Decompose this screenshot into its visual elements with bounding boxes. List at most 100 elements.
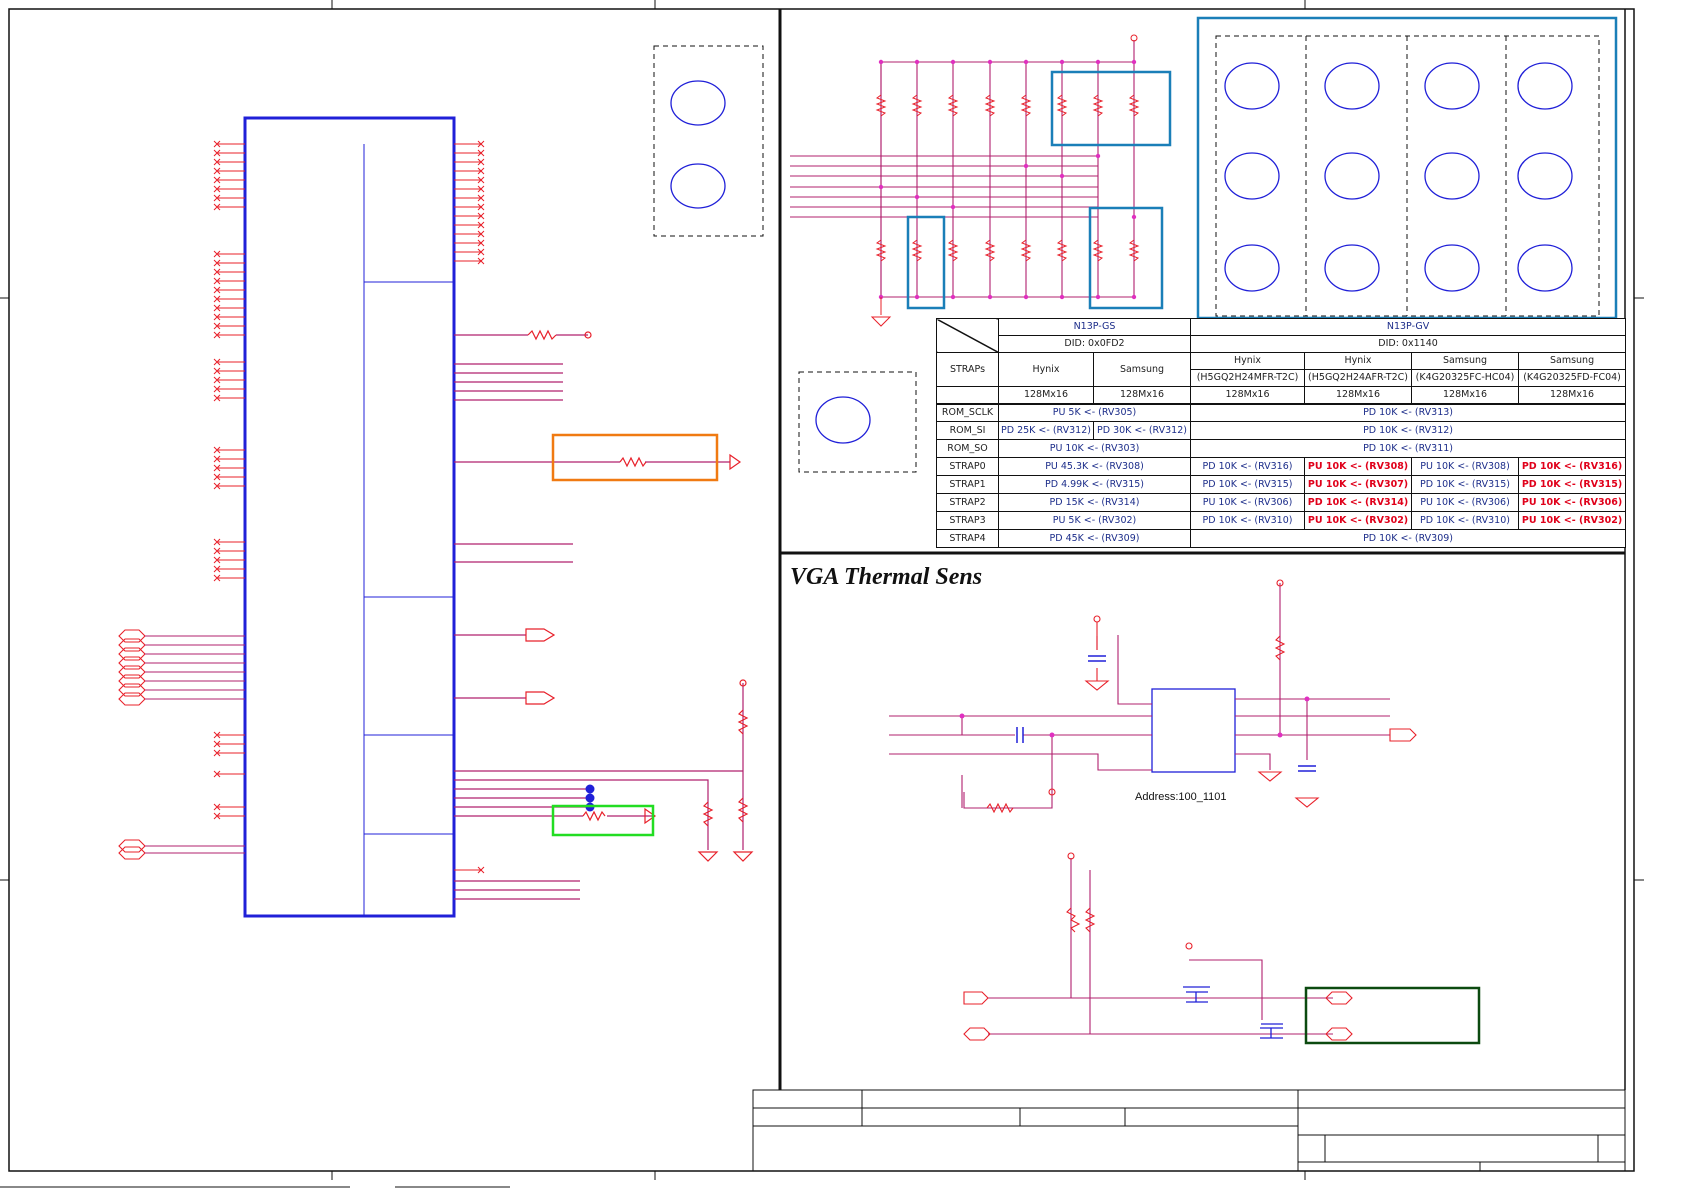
highlight-box-orange [551, 433, 719, 482]
did-gs: DID: 0x0FD2 [997, 335, 1192, 353]
gpu-left-pins [213, 140, 245, 820]
mounting-hole [1324, 62, 1380, 110]
no-connect-mark [477, 230, 485, 238]
junction-dot [1131, 59, 1137, 65]
strap-gv-value: PD 10K <- (RV310) [1190, 511, 1306, 530]
vendor-density: 128Mx16 [998, 386, 1094, 404]
mounting-hole [1324, 152, 1380, 200]
strap-resistors [875, 59, 1140, 300]
strap-resistor [875, 239, 887, 262]
junction-dot [914, 194, 920, 200]
no-connect-mark [213, 740, 221, 748]
junction-dot [1095, 153, 1101, 159]
junction-dot [878, 184, 884, 190]
vendor-density: 128Mx16 [1518, 386, 1627, 404]
junction-dot [878, 59, 884, 65]
no-connect-mark [477, 866, 485, 874]
gpu-net-dots [585, 784, 595, 812]
no-connect-mark [213, 731, 221, 739]
mounting-hole [1424, 152, 1480, 200]
no-connect-mark [477, 140, 485, 148]
vendor-name: Hynix [1304, 352, 1413, 370]
junction-dot [1059, 173, 1065, 179]
strap-gv-value: PD 10K <- (RV316) [1190, 457, 1306, 476]
highlight-box-teal-1 [1050, 70, 1172, 147]
strap-gs-value: PD 25K <- (RV312) [998, 421, 1094, 440]
no-connect-mark [213, 473, 221, 481]
no-connect-mark [213, 464, 221, 472]
vendor-part: (K4G20325FC-HC04) [1411, 369, 1520, 387]
strap-resistor [984, 239, 996, 262]
strap-gv-value: PD 10K <- (RV310) [1411, 511, 1520, 530]
strap-gv-value: PD 10K <- (RV312) [1190, 421, 1627, 440]
vendor-part: (H5GQ2H24AFR-T2C) [1304, 369, 1413, 387]
strap-resistor [1020, 239, 1032, 262]
level-shifter-circuit [963, 852, 1481, 1045]
strap-name: STRAP2 [936, 493, 999, 512]
no-connect-mark [213, 482, 221, 490]
no-connect-mark [477, 167, 485, 175]
mounting-hole [1424, 244, 1480, 292]
mounting-hole [1224, 152, 1280, 200]
no-connect-mark [213, 812, 221, 820]
junction-dot [1131, 214, 1137, 220]
thermal-address-label: Address:100_1101 [1135, 791, 1227, 803]
no-connect-mark [213, 385, 221, 393]
junction-dot [1023, 59, 1029, 65]
strap-gs-value: PD 45K <- (RV309) [997, 529, 1192, 548]
no-connect-mark [213, 749, 221, 757]
vendor-name: Samsung [1411, 352, 1520, 370]
strap-resistor [1020, 94, 1032, 117]
strap-gs-value: PU 10K <- (RV303) [997, 439, 1192, 458]
no-connect-mark [213, 565, 221, 573]
vendor-density: 128Mx16 [1190, 386, 1306, 404]
vendor-name: Samsung [1092, 352, 1192, 387]
mounting-hole [1424, 62, 1480, 110]
strap-gv-value: PD 10K <- (RV315) [1411, 475, 1520, 494]
vendor-name: Hynix [998, 352, 1094, 387]
highlight-box-teal-2 [906, 215, 946, 310]
no-connect-mark [477, 248, 485, 256]
strap-gv-value: PD 10K <- (RV315) [1518, 475, 1627, 494]
strap-gv-value: PU 10K <- (RV302) [1518, 511, 1627, 530]
strap-gs-value: PD 30K <- (RV312) [1092, 421, 1192, 440]
vendor-part: (K4G20325FD-FC04) [1518, 369, 1627, 387]
strap-resistor [1092, 239, 1104, 262]
no-connect-mark [213, 770, 221, 778]
sheet-border [0, 0, 1644, 1188]
no-connect-mark [477, 221, 485, 229]
no-connect-mark [213, 194, 221, 202]
no-connect-mark [213, 446, 221, 454]
thermal-sensor-circuit: Address:100_1101 [889, 579, 1417, 814]
did-gv: DID: 0x1140 [1190, 335, 1627, 353]
junction-dot [950, 204, 956, 210]
table-corner [936, 318, 999, 353]
strap-gv-value: PU 10K <- (RV306) [1190, 493, 1306, 512]
no-connect-mark [213, 331, 221, 339]
highlight-box-teal-3 [1088, 206, 1164, 310]
no-connect-mark [213, 268, 221, 276]
no-connect-mark [213, 313, 221, 321]
thermal-section-title: VGA Thermal Sens [790, 564, 982, 590]
no-connect-mark [213, 176, 221, 184]
strap-resistor [911, 239, 923, 262]
no-connect-mark [213, 203, 221, 211]
junction-dot [1095, 294, 1101, 300]
strap-resistor [984, 94, 996, 117]
junction-dot [1023, 163, 1029, 169]
strap-resistor [1128, 239, 1140, 262]
no-connect-mark [213, 367, 221, 375]
strap-gs-value: PU 5K <- (RV305) [997, 402, 1192, 422]
highlight-box-green [551, 804, 655, 837]
strap-resistor [1128, 94, 1140, 117]
strap-name: STRAP4 [936, 529, 999, 548]
mounting-holes-left [653, 45, 764, 237]
no-connect-mark [213, 376, 221, 384]
junction-dot [950, 59, 956, 65]
no-connect-mark [213, 547, 221, 555]
junction-dot [987, 59, 993, 65]
vendor-name: Hynix [1190, 352, 1306, 370]
no-connect-mark [213, 250, 221, 258]
strap-resistor [1056, 94, 1068, 117]
